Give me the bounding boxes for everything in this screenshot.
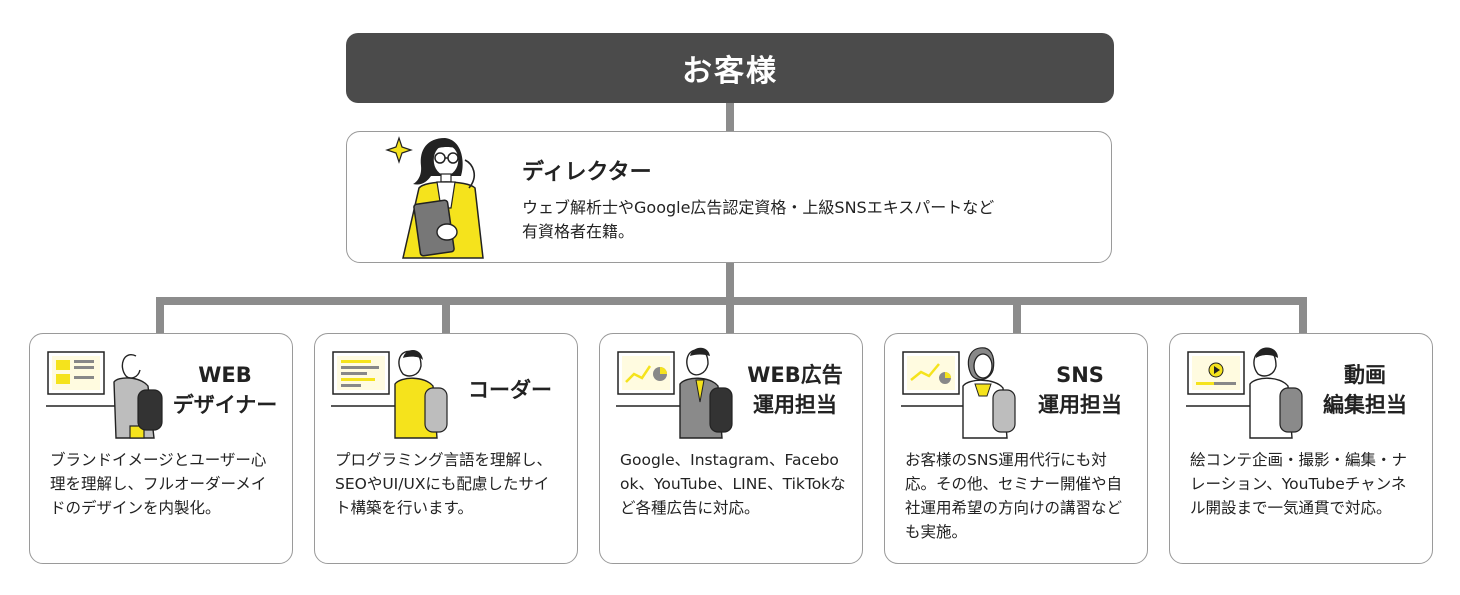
- connector-drop-3: [726, 297, 734, 333]
- connector-client-director: [726, 103, 734, 131]
- role-title-line: デザイナー: [172, 393, 278, 417]
- role-card-video: 動画 編集担当 絵コンテ企画・撮影・編集・ナレーション、YouTubeチャンネル…: [1169, 333, 1433, 564]
- role-title-line: SNS: [1056, 363, 1104, 387]
- coder-illustration: [331, 350, 448, 439]
- role-title-web-designer: WEB デザイナー: [162, 334, 288, 446]
- role-card-web-ads: WEB広告 運用担当 Google、Instagram、Facebook、You…: [599, 333, 863, 564]
- role-desc-sns: お客様のSNS運用代行にも対応。その他、セミナー開催や自社運用希望の方向けの講習…: [905, 451, 1123, 541]
- web-ads-illustration: [616, 347, 733, 439]
- director-desc-line-1: ウェブ解析士やGoogle広告認定資格・上級SNSエキスパートなど: [522, 198, 995, 217]
- client-label: お客様: [682, 54, 778, 89]
- director-illustration: [385, 136, 484, 259]
- role-title-line: 運用担当: [1038, 393, 1122, 417]
- director-box: ディレクター ウェブ解析士やGoogle広告認定資格・上級SNSエキスパートなど…: [346, 131, 1112, 263]
- connector-director-branch: [726, 263, 734, 301]
- role-title-line: 動画: [1344, 363, 1386, 387]
- connector-drop-5: [1299, 297, 1307, 333]
- role-desc-web-designer: ブランドイメージとユーザー心理を理解し、フルオーダーメイドのデザインを内製化。: [50, 451, 267, 517]
- role-title-video: 動画 編集担当: [1302, 334, 1428, 446]
- connector-drop-1: [156, 297, 164, 333]
- role-title-coder: コーダー: [447, 334, 573, 446]
- role-title-web-ads: WEB広告 運用担当: [732, 334, 858, 446]
- role-title-sns: SNS 運用担当: [1017, 334, 1143, 446]
- role-desc-video: 絵コンテ企画・撮影・編集・ナレーション、YouTubeチャンネル開設まで一気通貫…: [1190, 451, 1408, 517]
- director-desc-line-2: 有資格者在籍。: [522, 222, 635, 241]
- role-title-line: 編集担当: [1323, 393, 1407, 417]
- director-title: ディレクター: [522, 160, 652, 185]
- role-desc-web-ads: Google、Instagram、Facebook、YouTube、LINE、T…: [620, 451, 846, 517]
- role-card-coder: コーダー プログラミング言語を理解し、SEOやUI/UXにも配慮したサイト構築を…: [314, 333, 578, 564]
- connector-drop-2: [442, 297, 450, 333]
- connector-drop-4: [1013, 297, 1021, 333]
- role-title-line: WEB: [198, 363, 252, 387]
- role-title-line: 運用担当: [753, 393, 837, 417]
- role-card-sns: SNS 運用担当 お客様のSNS運用代行にも対応。その他、セミナー開催や自社運用…: [884, 333, 1148, 564]
- web-designer-illustration: [46, 351, 163, 439]
- video-illustration: [1186, 347, 1303, 439]
- role-title-line: WEB広告: [747, 363, 843, 387]
- director-description: ウェブ解析士やGoogle広告認定資格・上級SNSエキスパートなど 有資格者在籍…: [522, 196, 1092, 244]
- role-card-web-designer: WEB デザイナー ブランドイメージとユーザー心理を理解し、フルオーダーメイドの…: [29, 333, 293, 564]
- client-box: お客様: [346, 33, 1114, 103]
- role-desc-coder: プログラミング言語を理解し、SEOやUI/UXにも配慮したサイト構築を行います。: [335, 451, 553, 517]
- role-title-line: コーダー: [468, 378, 552, 402]
- sns-illustration: [901, 347, 1016, 439]
